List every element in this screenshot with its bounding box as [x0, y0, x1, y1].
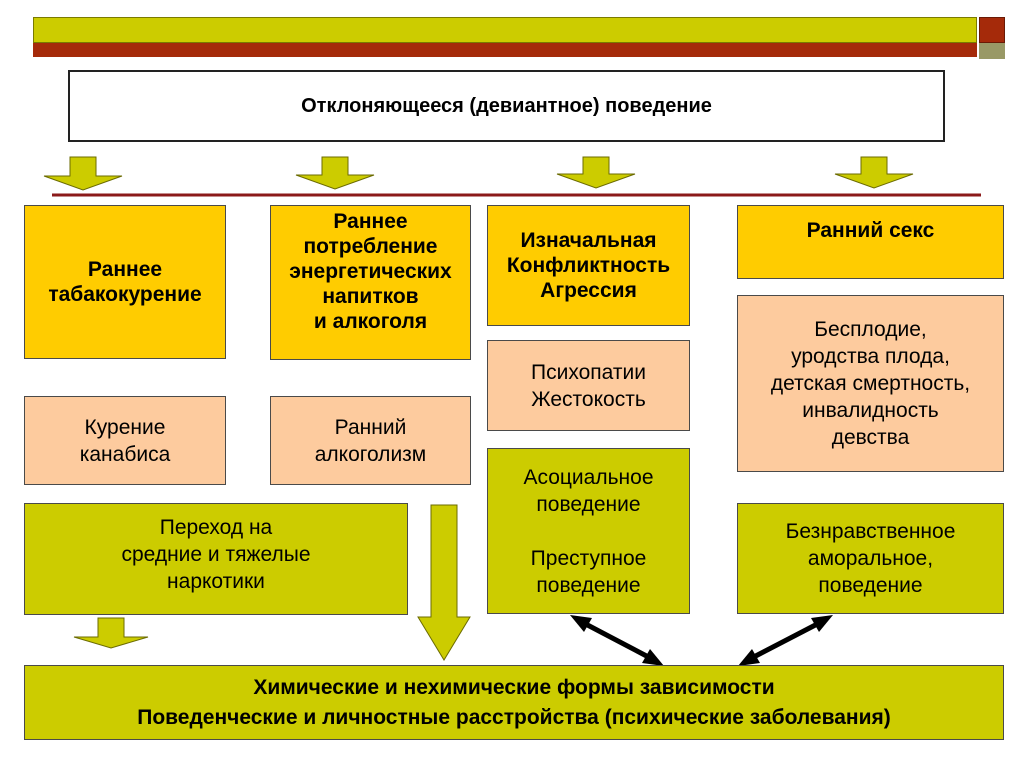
page-title: Отклоняющееся (девиантное) поведение — [301, 94, 712, 117]
tobacco-heading-box: Раннее табакокурение — [24, 205, 226, 359]
conflict-outcome: Асоциальное поведение Преступное поведен… — [523, 465, 654, 597]
conflict-heading-box: Изначальная Конфликтность Агрессия — [487, 205, 690, 326]
conflict-heading: Изначальная Конфликтность Агрессия — [506, 229, 671, 302]
header-underline — [33, 43, 977, 57]
title-box: Отклоняющееся (девиантное) поведение — [68, 70, 945, 142]
sex-heading-box: Ранний секс — [737, 205, 1004, 279]
drinks-consequence-box: Ранний алкоголизм — [270, 396, 471, 485]
sex-consequence: Бесплодие, уродства плода, детская смерт… — [770, 318, 971, 449]
accent-square-top — [979, 17, 1005, 43]
sex-outcome-box: Безнравственное аморальное, поведение — [737, 503, 1004, 614]
big-down-arrow-icon — [417, 504, 471, 661]
conflict-consequence: Психопатии Жестокость — [531, 360, 646, 411]
sex-consequence-box: Бесплодие, уродства плода, детская смерт… — [737, 295, 1004, 472]
sex-heading: Ранний секс — [806, 219, 935, 242]
sex-outcome: Безнравственное аморальное, поведение — [785, 520, 956, 597]
drinks-consequence: Ранний алкоголизм — [314, 415, 427, 466]
accent-square-bottom — [979, 43, 1005, 59]
down-arrow-icon — [73, 617, 149, 649]
drugs-text: Переход на средние и тяжелые наркотики — [121, 516, 311, 593]
double-arrow-right-icon — [744, 617, 827, 664]
drugs-box: Переход на средние и тяжелые наркотики — [24, 503, 408, 615]
down-arrow-icon — [43, 156, 123, 191]
down-arrow-icon — [556, 156, 636, 189]
tobacco-heading: Раннее табакокурение — [48, 258, 202, 306]
conflict-consequence-box: Психопатии Жестокость — [487, 340, 690, 431]
conflict-outcome-box: Асоциальное поведение Преступное поведен… — [487, 448, 690, 614]
header-bar — [33, 17, 977, 43]
bottom-line-1: Химические и нехимические формы зависимо… — [253, 675, 775, 699]
bottom-box: Химические и нехимические формы зависимо… — [24, 665, 1004, 740]
down-arrow-icon — [295, 156, 375, 190]
drinks-heading-box: Раннее потребление энергетических напитк… — [270, 205, 471, 360]
drinks-heading: Раннее потребление энергетических напитк… — [289, 210, 452, 333]
bottom-line-2: Поведенческие и личностные расстройства … — [137, 705, 891, 729]
down-arrow-icon — [834, 156, 914, 189]
tobacco-consequence-box: Курение канабиса — [24, 396, 226, 485]
tobacco-consequence: Курение канабиса — [79, 415, 171, 466]
double-arrow-left-icon — [576, 617, 658, 664]
